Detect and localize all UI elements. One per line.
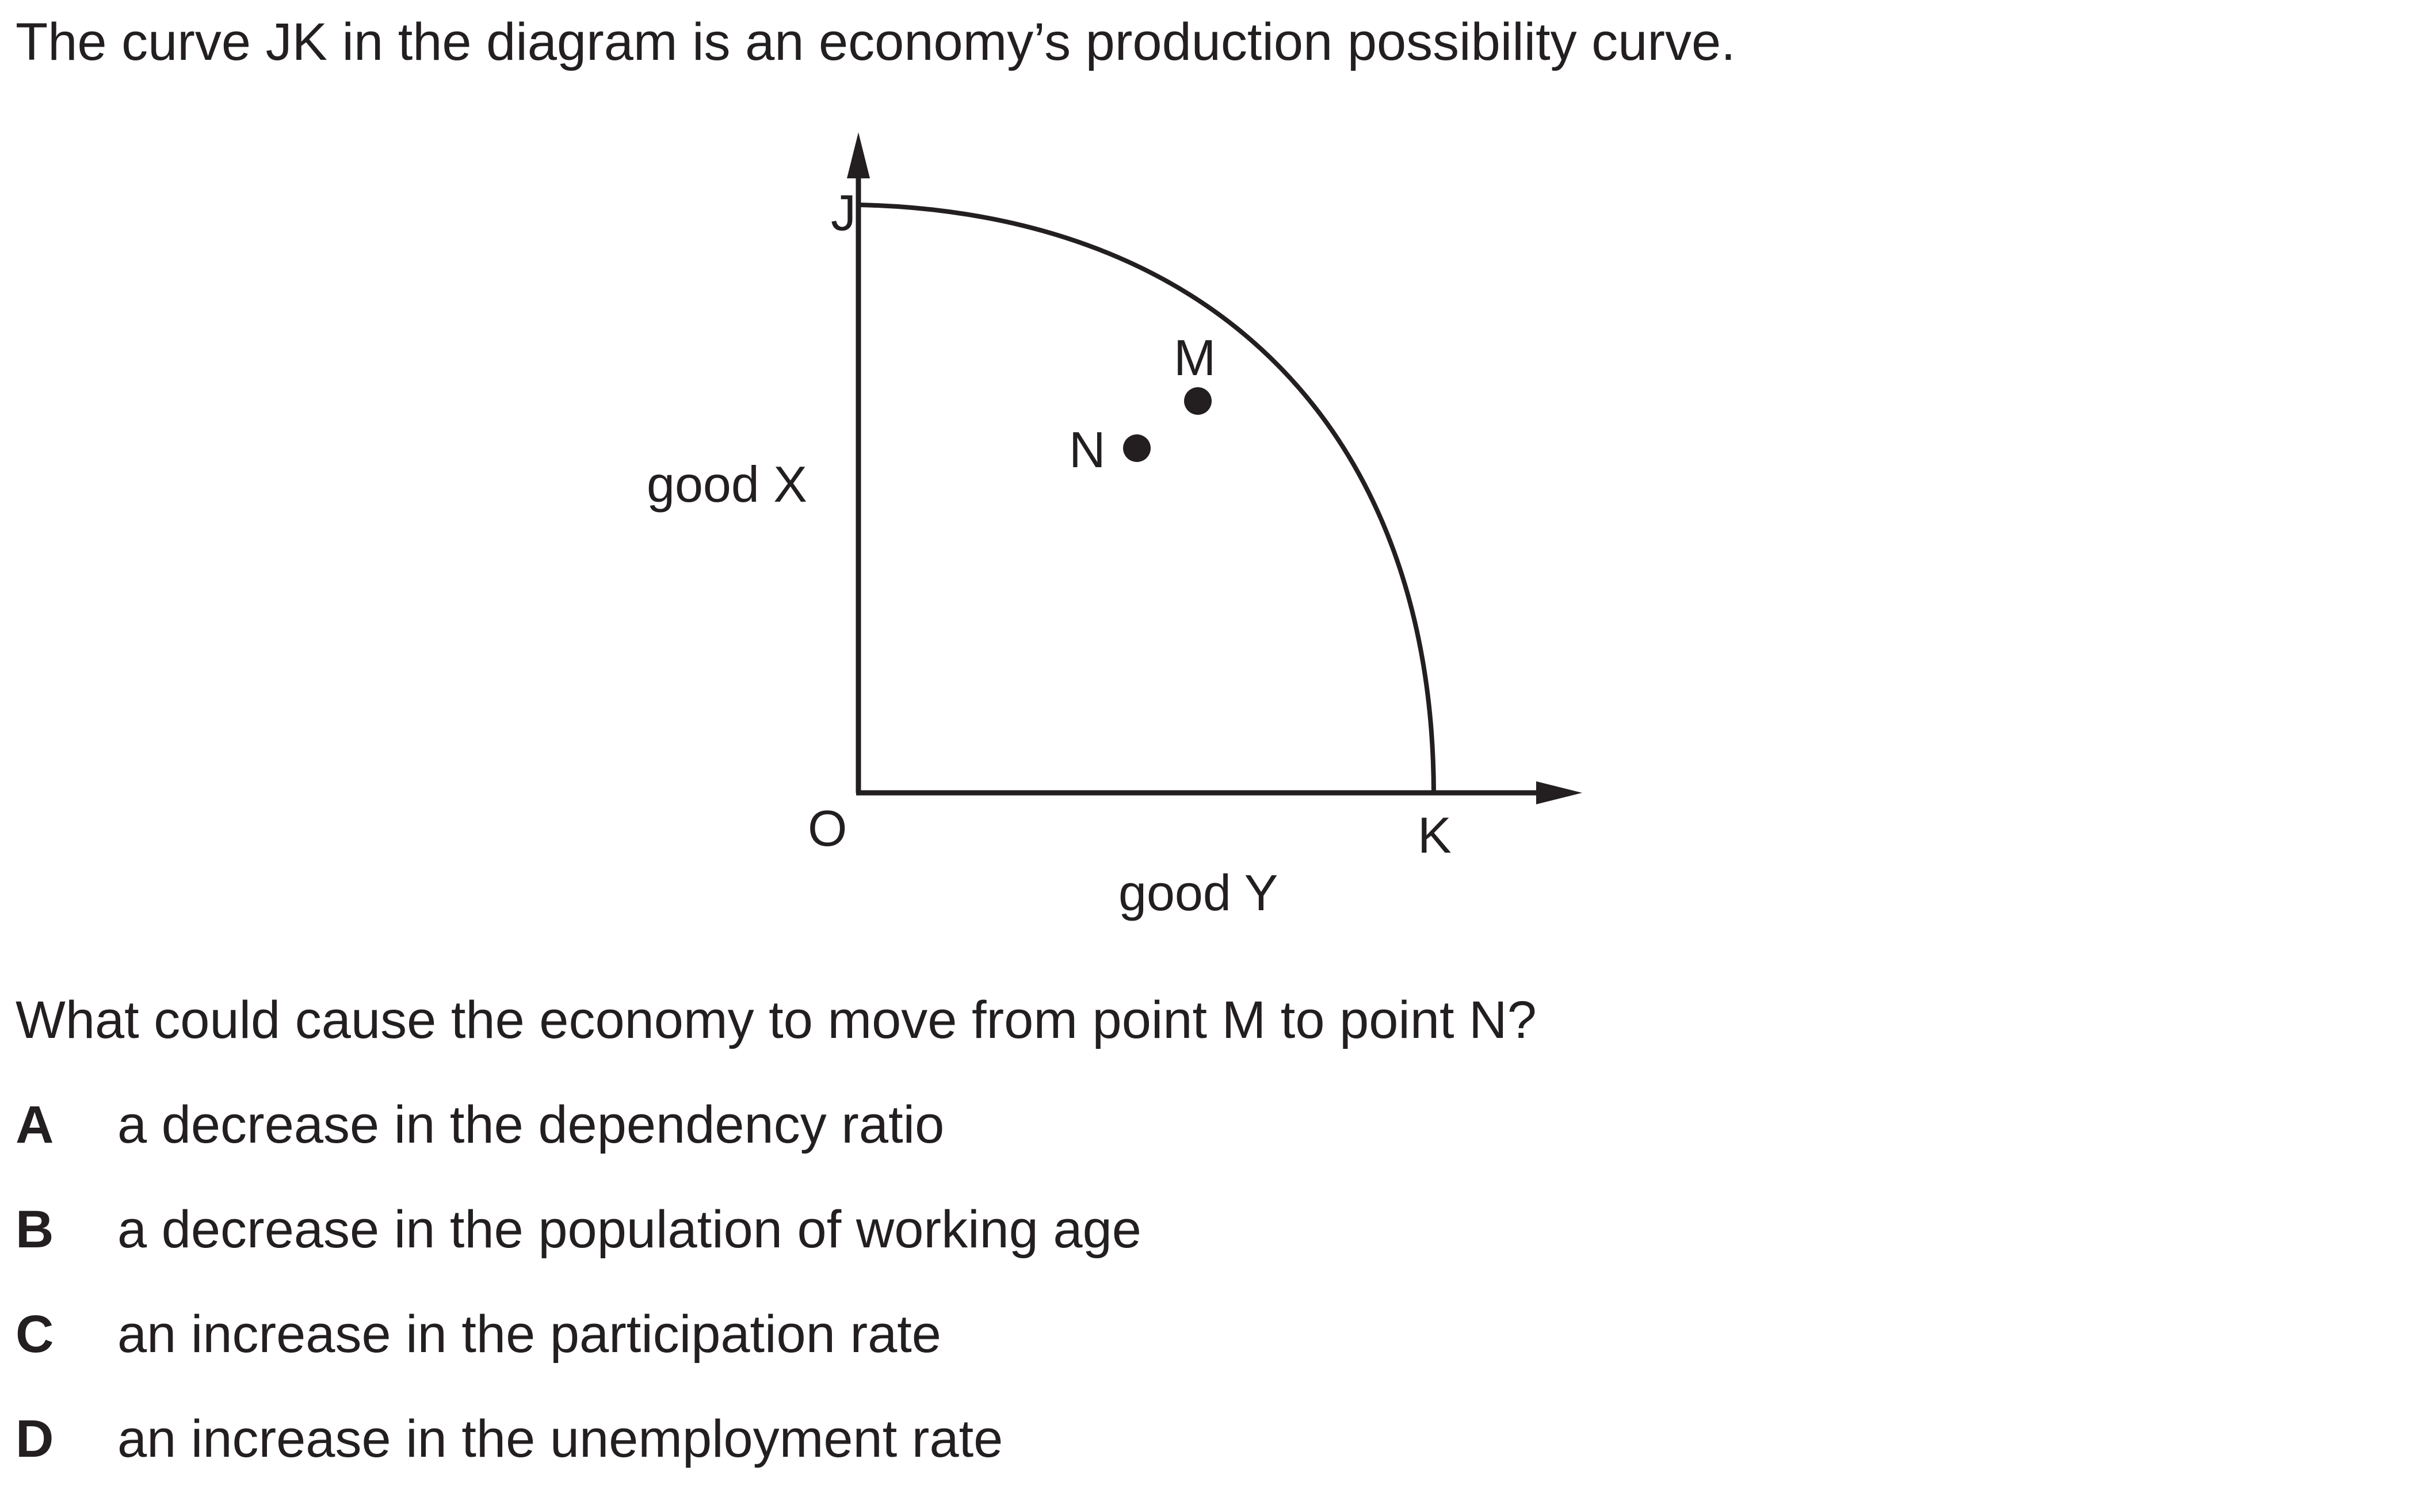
option-text: a decrease in the population of working … bbox=[117, 1200, 1141, 1259]
x-axis-arrowhead bbox=[1536, 781, 1582, 804]
question-text: What could cause the economy to move fro… bbox=[16, 991, 1537, 1049]
option-text: a decrease in the dependency ratio bbox=[117, 1095, 945, 1154]
point-m bbox=[1184, 387, 1212, 415]
label-m: M bbox=[1174, 329, 1216, 386]
option-text: an increase in the unemployment rate bbox=[117, 1410, 1003, 1468]
point-n bbox=[1123, 434, 1151, 462]
y-axis-label: good X bbox=[647, 456, 807, 513]
label-j: J bbox=[831, 184, 856, 241]
option-letter: B bbox=[16, 1200, 54, 1259]
option-text: an increase in the participation rate bbox=[117, 1305, 941, 1364]
option-letter: A bbox=[16, 1095, 54, 1154]
option-letter: D bbox=[16, 1410, 54, 1468]
option-letter: C bbox=[16, 1305, 54, 1364]
label-o: O bbox=[808, 800, 847, 857]
ppc-diagram: J M N good X O K good Y bbox=[647, 132, 1582, 921]
label-n: N bbox=[1069, 421, 1106, 478]
y-axis-arrowhead bbox=[847, 132, 870, 178]
x-axis-label: good Y bbox=[1118, 864, 1278, 921]
label-k: K bbox=[1418, 807, 1452, 864]
production-possibility-curve bbox=[858, 203, 1436, 793]
question-intro: The curve JK in the diagram is an econom… bbox=[16, 13, 1736, 71]
